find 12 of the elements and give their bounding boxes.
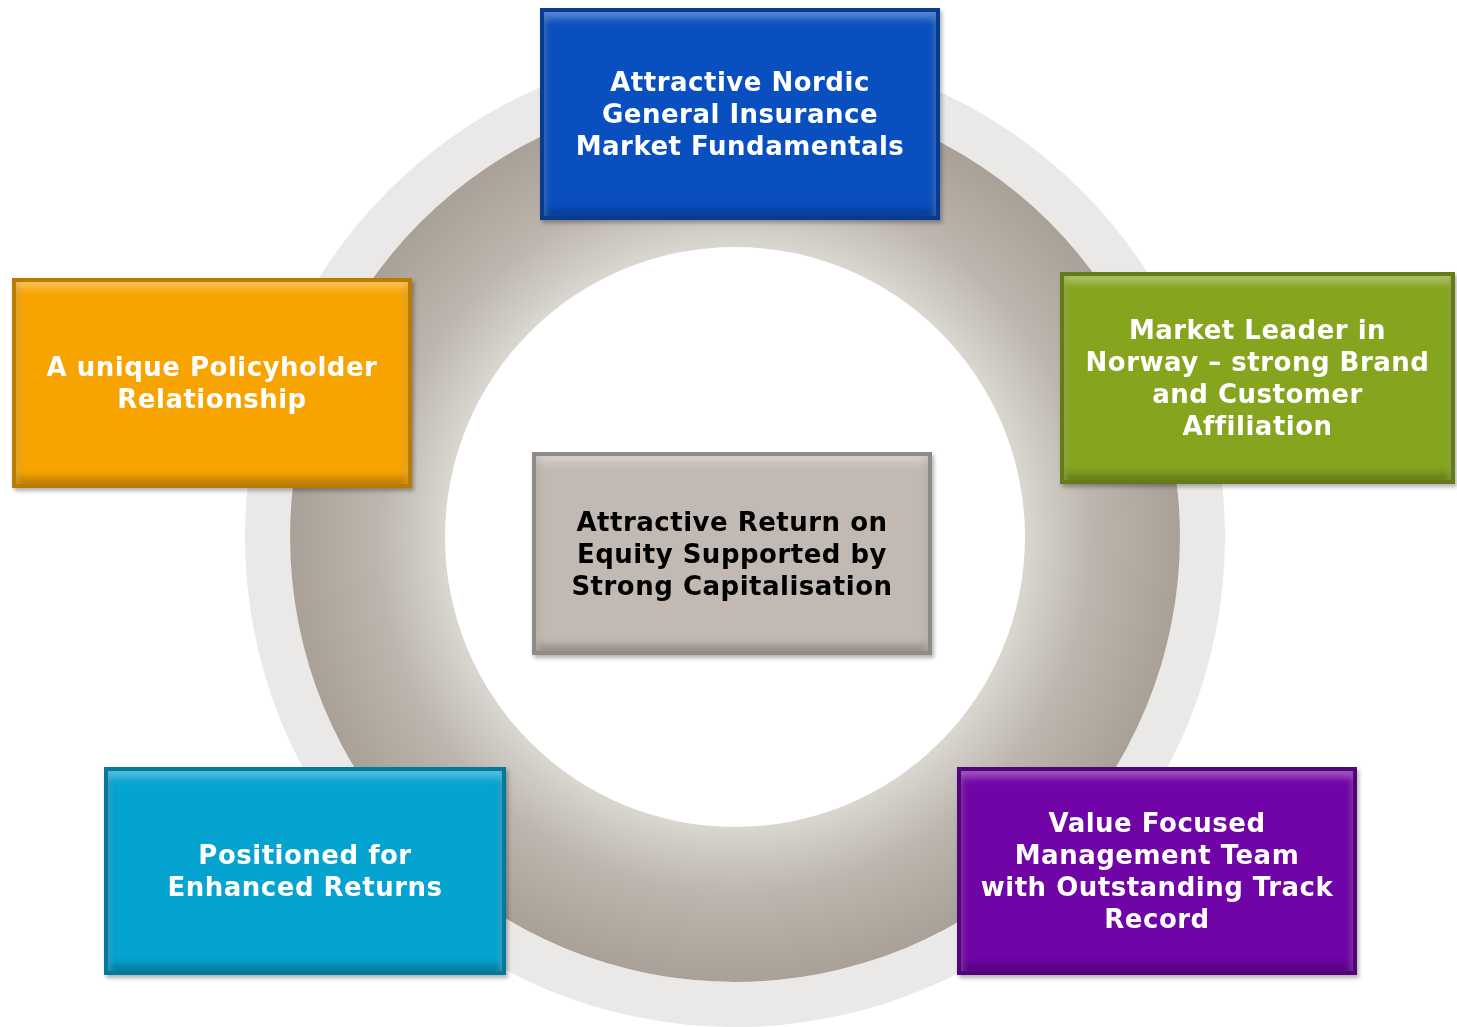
pillar-box	[12, 278, 412, 488]
box-text: Attractive Return on Equity Supported by Strong Capitalisation	[570, 505, 894, 602]
pillar-box	[532, 452, 932, 655]
box-text: Value Focused Management Team with Outstanding Track Record	[979, 807, 1335, 935]
pillar-box	[104, 767, 506, 975]
box-text: Attractive Nordic General Insurance Market Fundamentals	[574, 66, 906, 162]
pillar-box	[540, 8, 940, 220]
box-text: Positioned for Enhanced Returns	[166, 839, 444, 903]
box-text: Market Leader in Norway – strong Brand and Customer Affiliation	[1084, 314, 1431, 442]
box-text: A unique Policyholder Relationship	[45, 351, 379, 415]
pillar-box	[1060, 272, 1455, 484]
pillar-box	[957, 767, 1357, 975]
